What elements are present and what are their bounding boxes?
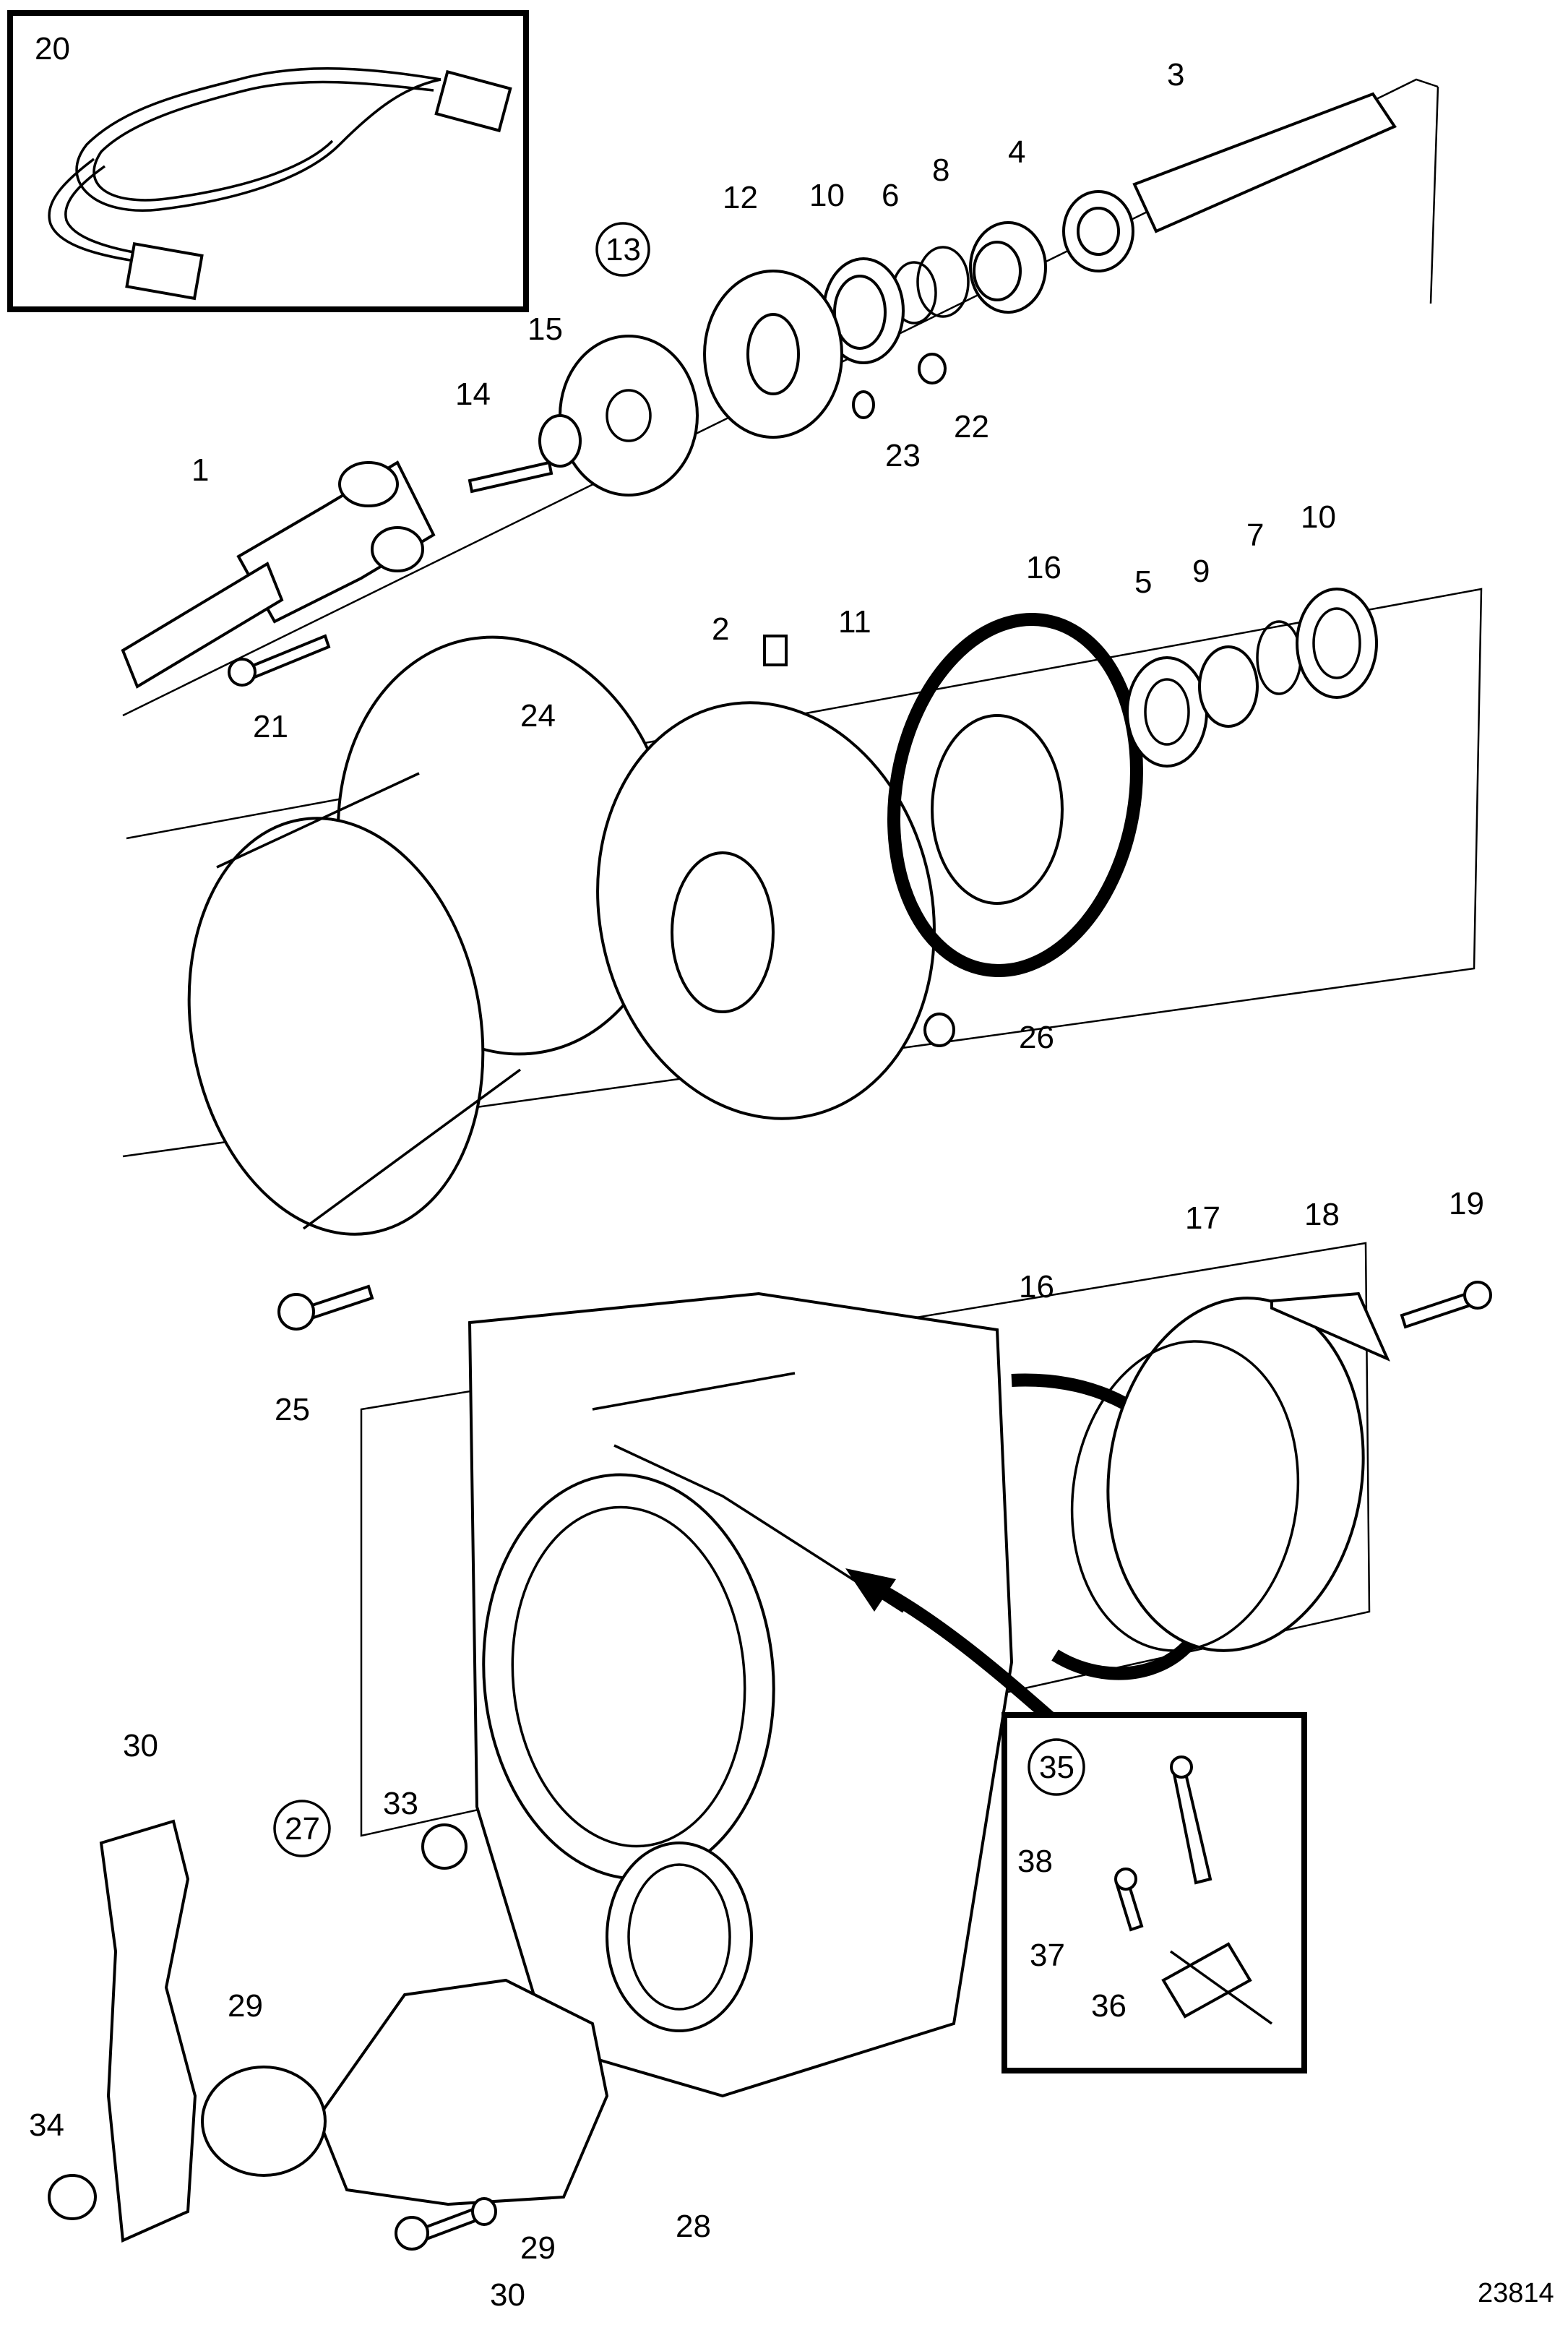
gearbox-assembly-drawing [48, 1242, 1492, 2251]
part-label-10a: 10 [809, 178, 845, 213]
part-label-2: 2 [712, 611, 729, 647]
part-label-15: 15 [527, 311, 563, 347]
reference-number: 23814 [1478, 2278, 1554, 2308]
part-label-31: 29 [228, 1988, 263, 2024]
circled-label-13: 13 [606, 232, 641, 267]
part-label-1: 1 [191, 452, 209, 488]
part-label-24: 24 [520, 698, 556, 734]
part-label-10b: 10 [1301, 499, 1336, 535]
part-label-33: 33 [383, 1786, 418, 1821]
housing-assembly-drawing [122, 588, 1483, 1331]
part-label-25: 25 [275, 1392, 310, 1427]
detail-inset-35 [1001, 1712, 1307, 2073]
part-label-12: 12 [723, 180, 758, 215]
part-label-7: 7 [1246, 517, 1264, 553]
part-label-18: 18 [1304, 1197, 1340, 1232]
part-label-36: 36 [1091, 1988, 1127, 2024]
part-label-20: 20 [35, 31, 70, 66]
part-label-29: 29 [520, 2230, 556, 2266]
part-label-30: 30 [490, 2277, 525, 2313]
shaft-assembly-drawing [121, 78, 1439, 717]
circled-label-35: 35 [1039, 1750, 1074, 1785]
part-label-11: 11 [838, 604, 871, 640]
part-label-32: 30 [123, 1728, 158, 1763]
part-label-26: 26 [1019, 1020, 1054, 1055]
part-label-9: 9 [1192, 554, 1210, 589]
part-label-6: 6 [882, 178, 899, 213]
part-label-38: 38 [1017, 1844, 1053, 1879]
part-label-37: 37 [1030, 1938, 1065, 1973]
part-label-23: 23 [885, 438, 921, 473]
circled-label-27: 27 [285, 1811, 320, 1847]
part-label-4: 4 [1008, 134, 1025, 170]
part-label-16b: 16 [1019, 1269, 1054, 1305]
part-label-34: 34 [29, 2107, 64, 2143]
part-label-5: 5 [1134, 564, 1152, 600]
part-label-14: 14 [455, 377, 491, 412]
part-label-8: 8 [932, 152, 949, 188]
harness-inset [7, 10, 529, 312]
part-label-28: 28 [676, 2209, 711, 2244]
part-label-17: 17 [1185, 1200, 1220, 1236]
part-label-19: 19 [1449, 1186, 1484, 1221]
part-label-21: 21 [253, 709, 288, 744]
part-label-22: 22 [954, 409, 989, 444]
part-label-16a: 16 [1026, 550, 1061, 585]
part-label-3: 3 [1167, 57, 1184, 93]
